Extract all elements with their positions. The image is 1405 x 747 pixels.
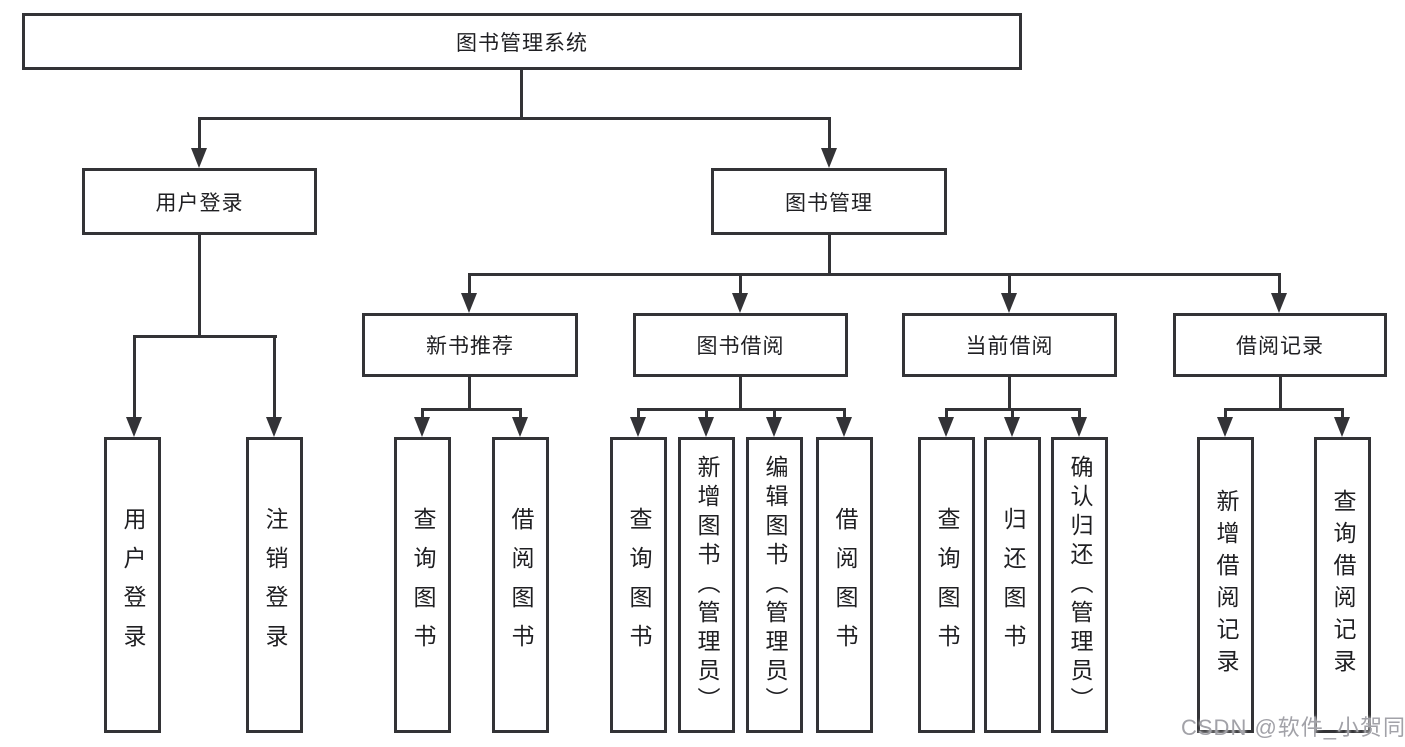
connector-line [739,377,742,408]
node-book-borrowing: 图书借阅 [633,313,848,377]
connector-line [1224,408,1227,422]
node-label: 新增借阅记录 [1213,489,1239,681]
arrowhead-icon [1071,417,1087,437]
arrowhead-icon [1217,417,1233,437]
node-book-management: 图书管理 [711,168,947,235]
leaf-query-books-borrowing: 查询图书 [610,437,667,733]
connector-line [1279,377,1282,408]
watermark: CSDN @软件_小贺同学 [1181,715,1405,740]
arrowhead-icon [461,293,477,313]
node-label: 借阅图书 [508,507,534,663]
node-label: 当前借阅 [965,335,1054,358]
connector-line [519,408,522,422]
connector-line [1008,377,1011,408]
connector-line [739,273,742,297]
node-label: 图书管理 [785,191,873,215]
node-user-login: 用户登录 [82,168,317,235]
connector-line [828,117,831,151]
connector-line [773,408,776,422]
connector-line [945,408,948,422]
connector-line [1011,408,1014,422]
arrowhead-icon [512,417,528,437]
node-library-management-system: 图书管理系统 [22,13,1022,70]
node-label: 注销登录 [262,507,288,663]
node-label: 编辑图书（管理员） [762,454,788,716]
arrowhead-icon [836,417,852,437]
node-label: 图书管理系统 [456,31,588,55]
arrowhead-icon [1271,293,1287,313]
connector-line [637,408,846,411]
node-label: 新书推荐 [426,335,514,358]
arrowhead-icon [821,148,837,168]
connector-line [1078,408,1081,422]
node-label: 图书借阅 [696,335,785,358]
connector-line [421,408,424,422]
node-label: 归还图书 [1000,507,1026,663]
leaf-add-borrow-record: 新增借阅记录 [1197,437,1254,733]
arrowhead-icon [414,417,430,437]
node-current-borrowing: 当前借阅 [902,313,1117,377]
connector-line [1278,273,1281,297]
connector-line [468,273,1281,276]
arrowhead-icon [1334,417,1350,437]
connector-line [520,70,523,117]
node-label: 借阅图书 [832,507,858,663]
arrowhead-icon [766,417,782,437]
arrowhead-icon [266,417,282,437]
leaf-borrow-books-borrowing: 借阅图书 [816,437,873,733]
connector-line [1341,408,1344,422]
connector-line [421,408,522,411]
leaf-logout: 注销登录 [246,437,303,733]
connector-line [133,335,136,419]
connector-line [468,377,471,408]
leaf-add-book-admin: 新增图书（管理员） [678,437,735,733]
node-label: 借阅记录 [1236,335,1324,358]
node-borrowing-records: 借阅记录 [1173,313,1387,377]
node-label: 新增图书（管理员） [694,454,720,716]
leaf-edit-book-admin: 编辑图书（管理员） [746,437,803,733]
node-label: 查询图书 [934,507,960,663]
leaf-query-borrow-record: 查询借阅记录 [1314,437,1371,733]
connector-line [273,335,276,419]
leaf-query-books-recommend: 查询图书 [394,437,451,733]
leaf-user-login: 用户登录 [104,437,161,733]
arrowhead-icon [698,417,714,437]
node-label: 用户登录 [155,191,244,215]
arrowhead-icon [732,293,748,313]
node-label: 查询图书 [626,507,652,663]
connector-line [1008,273,1011,297]
leaf-borrow-books-recommend: 借阅图书 [492,437,549,733]
leaf-query-books-current: 查询图书 [918,437,975,733]
arrowhead-icon [126,417,142,437]
arrowhead-icon [191,148,207,168]
node-label: 用户登录 [120,507,146,663]
connector-line [705,408,708,422]
connector-line [198,235,201,335]
arrowhead-icon [938,417,954,437]
connector-line [468,273,471,297]
connector-line [637,408,640,422]
connector-line [198,117,201,151]
node-label: 查询借阅记录 [1330,489,1356,681]
connector-line [133,335,277,338]
connector-line [1224,408,1344,411]
node-label: 查询图书 [410,507,436,663]
connector-line [828,235,831,273]
connector-line [843,408,846,422]
node-label: 确认归还（管理员） [1067,454,1093,716]
arrowhead-icon [1001,293,1017,313]
leaf-confirm-return-admin: 确认归还（管理员） [1051,437,1108,733]
connector-line [198,117,831,120]
leaf-return-book: 归还图书 [984,437,1041,733]
node-new-book-recommendation: 新书推荐 [362,313,578,377]
arrowhead-icon [630,417,646,437]
arrowhead-icon [1004,417,1020,437]
